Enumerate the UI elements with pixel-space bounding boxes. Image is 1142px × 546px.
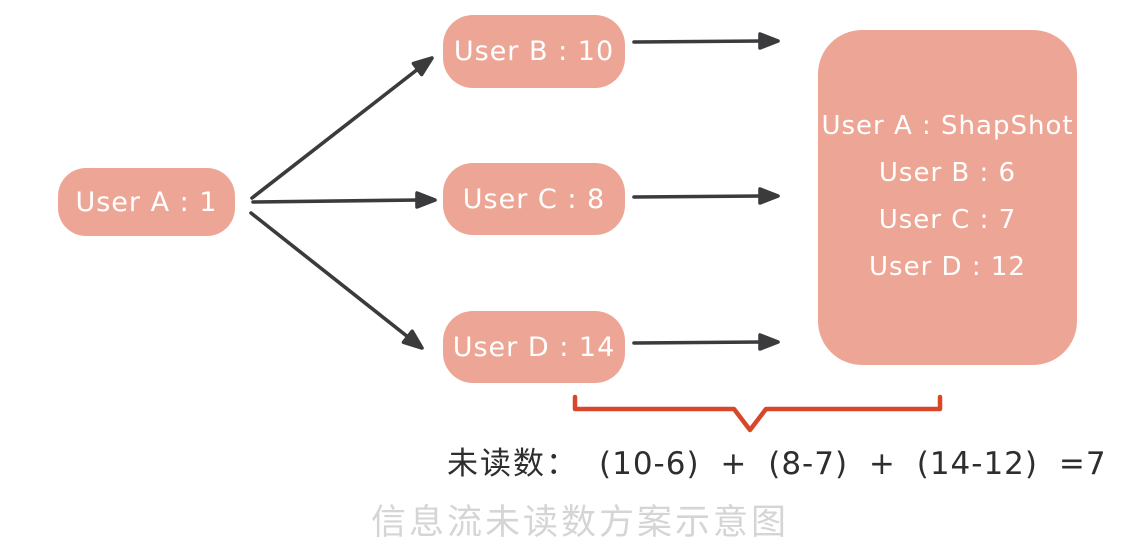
node-user-b-label: User B : 10 <box>453 36 615 67</box>
arrow-d-to-snapshot <box>632 333 780 351</box>
arrow-b-to-snapshot <box>632 32 780 50</box>
unread-formula-expression: (10-6) + (8-7) + (14-12) =7 <box>599 446 1107 482</box>
node-user-d-label: User D : 14 <box>452 331 616 363</box>
node-user-a-label: User A : 1 <box>75 186 218 218</box>
unread-formula-label: 未读数： <box>447 446 579 482</box>
diagram-caption: 信息流未读数方案示意图 <box>370 503 790 543</box>
node-user-c-label: User C : 8 <box>462 183 606 215</box>
arrow-a-to-c <box>251 191 437 209</box>
arrow-a-to-b <box>250 56 434 200</box>
node-user-b: User B : 10 <box>443 15 625 88</box>
snapshot-line-user-a: User A : ShapShot <box>821 111 1074 142</box>
arrow-a-to-d <box>249 211 424 350</box>
node-user-c: User C : 8 <box>443 163 625 235</box>
arrow-c-to-snapshot <box>632 187 780 205</box>
unread-formula: 未读数： (10-6) + (8-7) + (14-12) =7 <box>447 438 1107 483</box>
snapshot-line-user-d: User D : 12 <box>869 251 1026 282</box>
snapshot-line-user-b: User B : 6 <box>878 158 1017 189</box>
node-snapshot: User A : ShapShot User B : 6 User C : 7 … <box>818 30 1077 365</box>
node-user-d: User D : 14 <box>443 311 625 383</box>
brace-highlight <box>572 394 943 433</box>
node-user-a: User A : 1 <box>58 168 235 236</box>
snapshot-line-user-c: User C : 7 <box>878 205 1017 235</box>
